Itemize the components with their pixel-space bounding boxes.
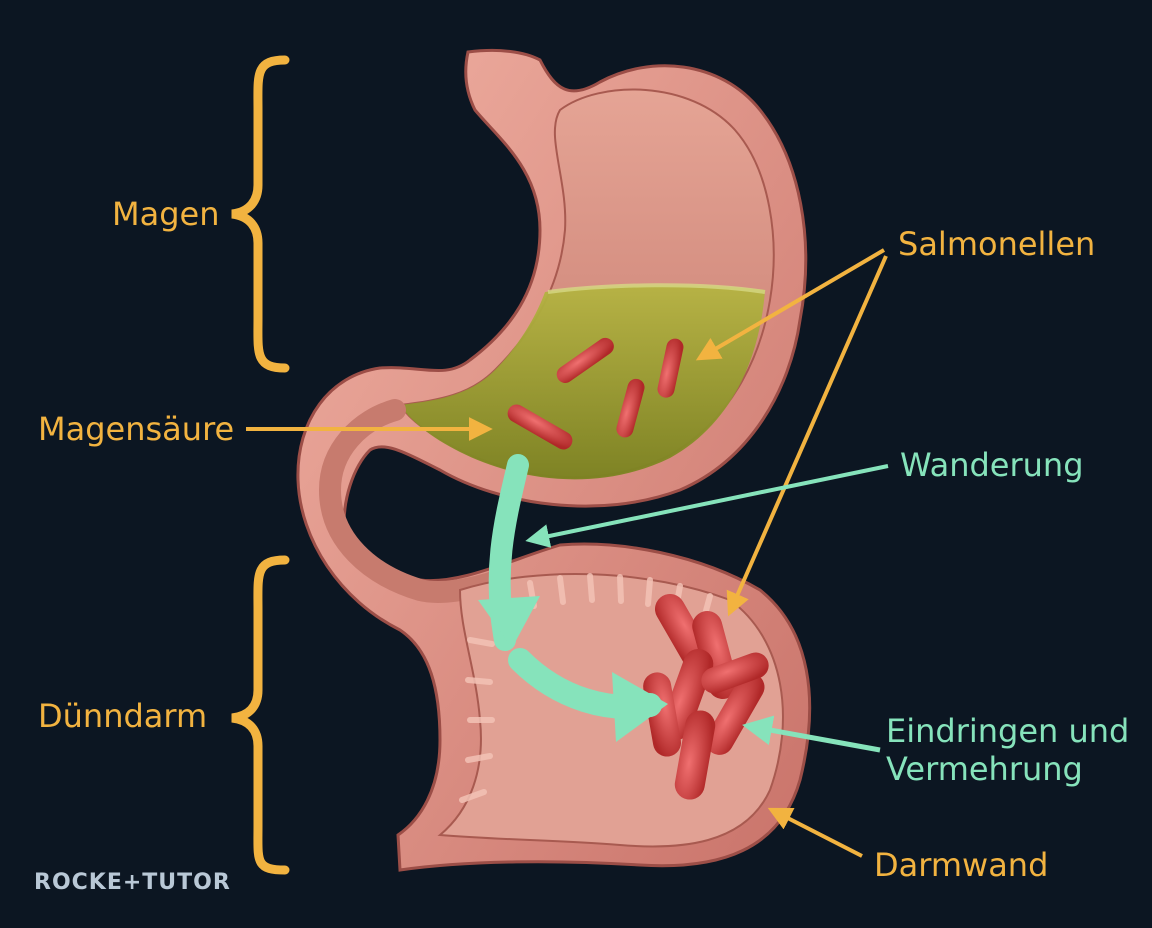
- arrow-salmonellen-stomach: [695, 248, 886, 361]
- label-eindringen-vermehrung: Eindringen und Vermehrung: [886, 712, 1129, 788]
- label-salmonellen: Salmonellen: [898, 225, 1096, 263]
- label-eindringen-line1: Eindringen und: [886, 712, 1130, 750]
- label-eindringen-line2: Vermehrung: [886, 750, 1083, 788]
- arrow-darmwand: [767, 807, 863, 858]
- migration-arrow[interactable]: [478, 454, 668, 742]
- brand-watermark: ROCKE+TUTOR: [34, 870, 231, 895]
- brace-magen: [231, 55, 290, 373]
- brace-duenndarm: [231, 555, 290, 875]
- duodenum-tube: [318, 399, 511, 603]
- salmonella-in-stomach: [507, 337, 684, 450]
- arrow-eindringen: [742, 715, 881, 753]
- label-wanderung: Wanderung: [900, 446, 1084, 484]
- arrow-wanderung: [525, 464, 889, 548]
- acid-surface: [547, 283, 766, 294]
- label-duenndarm: Dünndarm: [38, 697, 208, 735]
- arrow-salmonellen-intestine: [726, 255, 888, 617]
- label-magen: Magen: [112, 195, 220, 233]
- label-magensaeure: Magensäure: [38, 410, 235, 448]
- label-darmwand: Darmwand: [874, 846, 1049, 884]
